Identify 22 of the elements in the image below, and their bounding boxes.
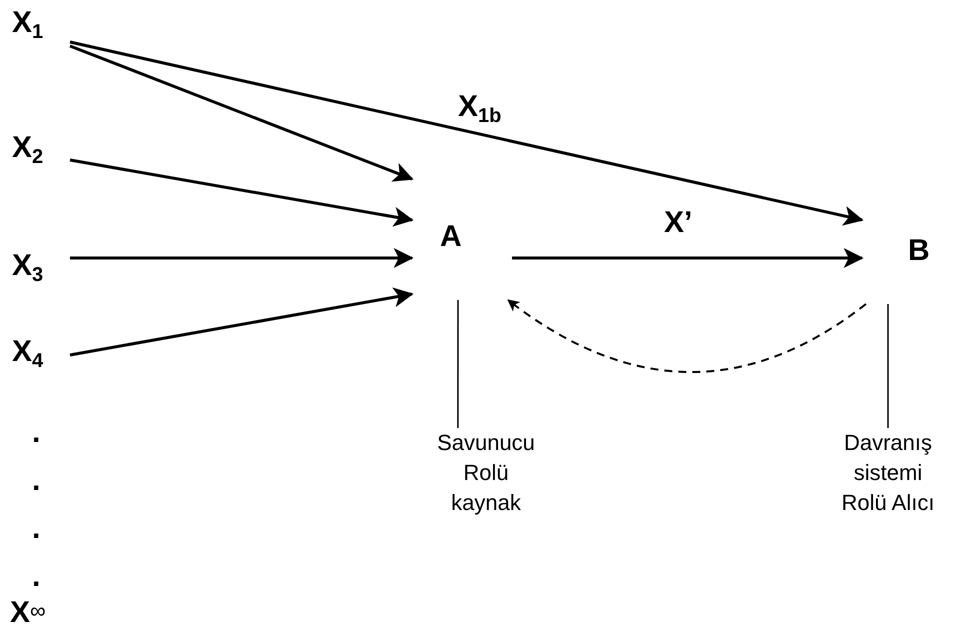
arrow — [70, 248, 414, 268]
leader-line — [887, 304, 889, 428]
arrow — [70, 158, 414, 227]
variable-label: X$_{1}$ — [8, 0, 70, 48]
variable-label: X$_{4}$ — [8, 330, 70, 376]
role-label: Davranış sistemi Rolü Alıcı — [836, 428, 940, 550]
variable-label: X$_{3}$ — [8, 244, 70, 290]
variable-label: A — [412, 176, 512, 300]
arrow — [70, 40, 864, 226]
continuation-label: . — [32, 514, 40, 544]
arrow — [70, 287, 414, 356]
variable-label: X$_{2}$ — [8, 126, 70, 172]
continuation-label: . — [32, 562, 40, 592]
leader-line — [457, 300, 459, 428]
variable-label: B — [862, 200, 952, 304]
continuation-label: . — [32, 418, 40, 448]
arrow — [512, 248, 864, 268]
dashed-arrow — [507, 299, 867, 373]
continuation-label: . — [32, 466, 40, 496]
role-label: Savunucu Rolü kaynak — [434, 428, 538, 520]
continuation-label: X$^{∞}$ — [10, 598, 46, 628]
arrow — [69, 44, 414, 182]
